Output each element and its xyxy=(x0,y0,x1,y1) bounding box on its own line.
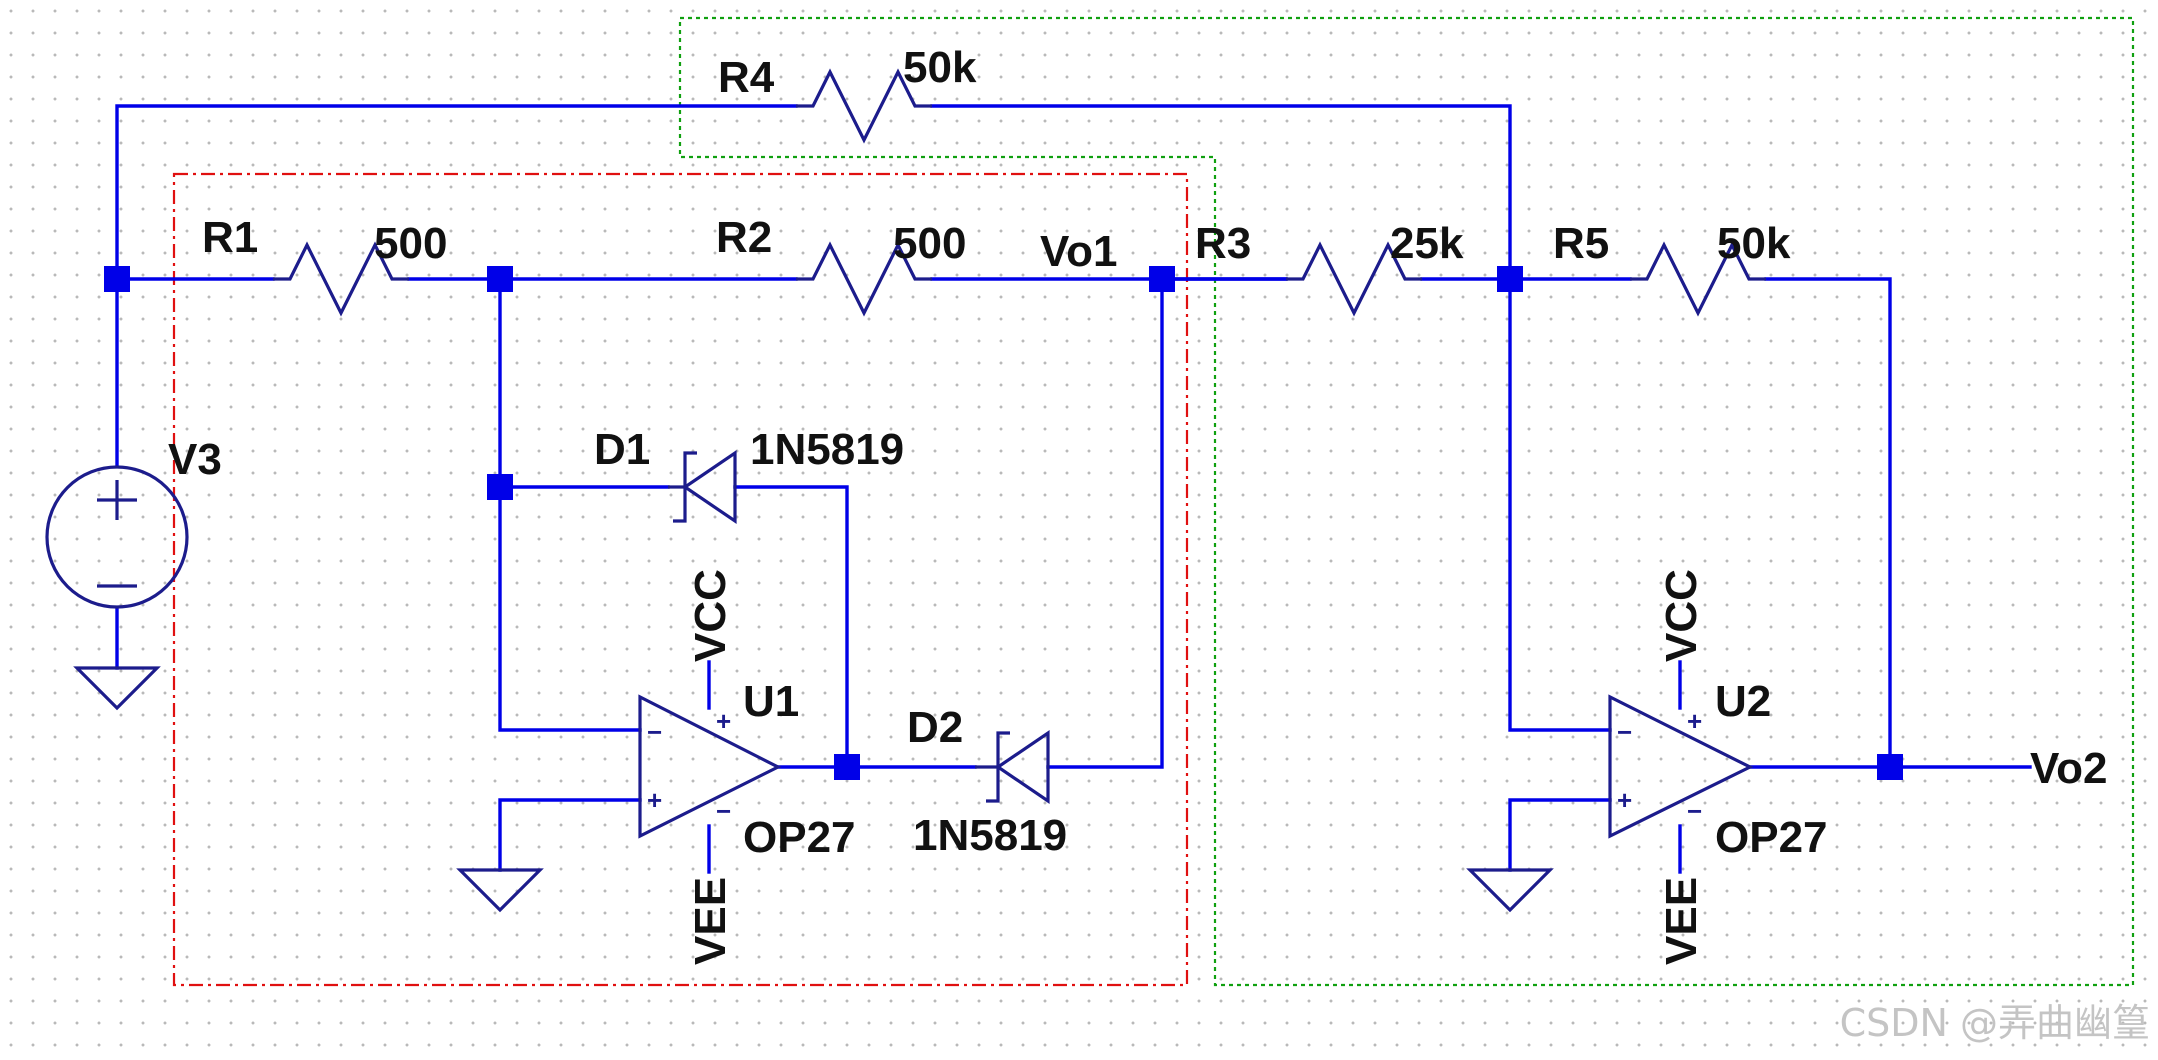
ground-icon-u1 xyxy=(456,868,544,913)
opamp-u1-inv-pin: − xyxy=(647,717,662,747)
r4-name-label: R4 xyxy=(718,53,775,102)
opamp-u1-noninv-pin: + xyxy=(647,785,662,815)
u2-vee-label: VEE xyxy=(1657,877,1706,965)
net-label-vo1: Vo1 xyxy=(1040,227,1117,276)
junctions xyxy=(104,266,1903,780)
opamp-u2-triangle xyxy=(1608,694,1754,839)
net-label-vo2: Vo2 xyxy=(2030,744,2107,793)
wire-d2-right xyxy=(1046,277,1164,769)
opamp-u1-vplus-pin: + xyxy=(716,706,731,736)
opamp-u2: − + + − xyxy=(1608,694,1754,839)
watermark: CSDN @弄曲幽篁 xyxy=(1840,1001,2150,1045)
ground-icon-v3 xyxy=(73,666,161,711)
junction-dot xyxy=(1149,266,1175,292)
wire-d1-right xyxy=(733,485,849,769)
resistor-r4 xyxy=(796,68,932,144)
opamp-u2-vminus-pin: − xyxy=(1687,796,1702,826)
wire-u1-noninv-gnd xyxy=(498,798,642,872)
resistor-r1 xyxy=(273,241,409,317)
junction-dot xyxy=(487,266,513,292)
wire-u1-inv xyxy=(498,277,642,732)
junction-dot xyxy=(487,474,513,500)
d2-model-label: 1N5819 xyxy=(913,811,1067,860)
rectifier-group-outline xyxy=(172,172,1189,987)
ground-icon-u2 xyxy=(1466,868,1554,913)
diode-d2-schottky-bar xyxy=(986,731,1010,803)
resistor-r5 xyxy=(1630,241,1766,317)
d2-name-label: D2 xyxy=(907,703,963,752)
u1-vcc-label: VCC xyxy=(686,569,735,662)
r4-value-label: 50k xyxy=(903,43,977,92)
u2-vcc-label: VCC xyxy=(1657,569,1706,662)
r3-value-label: 25k xyxy=(1390,219,1464,268)
r1-value-label: 500 xyxy=(374,219,447,268)
junction-dot xyxy=(834,754,860,780)
wires xyxy=(115,104,2032,874)
voltage-source-v3 xyxy=(45,465,189,609)
d1-model-label: 1N5819 xyxy=(750,425,904,474)
r3-name-label: R3 xyxy=(1195,219,1251,268)
r1-name-label: R1 xyxy=(202,213,258,262)
junction-dot xyxy=(104,266,130,292)
opamp-u1: − + + − xyxy=(638,694,782,839)
wire-u2-inv xyxy=(1508,277,1612,732)
opamp-u1-triangle xyxy=(638,694,782,839)
junction-dot xyxy=(1877,754,1903,780)
source-circle xyxy=(45,465,189,609)
r5-name-label: R5 xyxy=(1553,219,1609,268)
r5-value-label: 50k xyxy=(1717,219,1791,268)
opamp-u2-inv-pin: − xyxy=(1617,717,1632,747)
wire-u2-noninv-gnd xyxy=(1508,798,1612,872)
diode-d2-body xyxy=(995,729,1050,805)
diode-d1-schottky-bar xyxy=(673,451,697,523)
d1-name-label: D1 xyxy=(594,425,650,474)
plus-sign-icon xyxy=(97,480,137,520)
r2-name-label: R2 xyxy=(716,213,772,262)
opamp-u2-noninv-pin: + xyxy=(1617,785,1632,815)
wire-r5-vo2 xyxy=(1764,277,1892,769)
u1-name-label: U1 xyxy=(743,677,799,726)
diode-d1 xyxy=(668,449,737,525)
r2-value-label: 500 xyxy=(893,219,966,268)
u1-model-label: OP27 xyxy=(743,813,856,862)
opamp-u1-vminus-pin: − xyxy=(716,796,731,826)
resistor-r3 xyxy=(1286,241,1422,317)
wire-feedback-top xyxy=(115,104,798,281)
v3-name-label: V3 xyxy=(168,435,222,484)
u2-name-label: U2 xyxy=(1715,677,1771,726)
diode-d1-body xyxy=(682,449,737,525)
diode-d2 xyxy=(975,729,1050,805)
u1-vee-label: VEE xyxy=(686,877,735,965)
u2-model-label: OP27 xyxy=(1715,813,1828,862)
junction-dot xyxy=(1497,266,1523,292)
summing-group-outline xyxy=(678,16,2135,987)
resistor-r2 xyxy=(796,241,932,317)
opamp-u2-vplus-pin: + xyxy=(1687,706,1702,736)
wire-r4-right xyxy=(930,104,1512,281)
